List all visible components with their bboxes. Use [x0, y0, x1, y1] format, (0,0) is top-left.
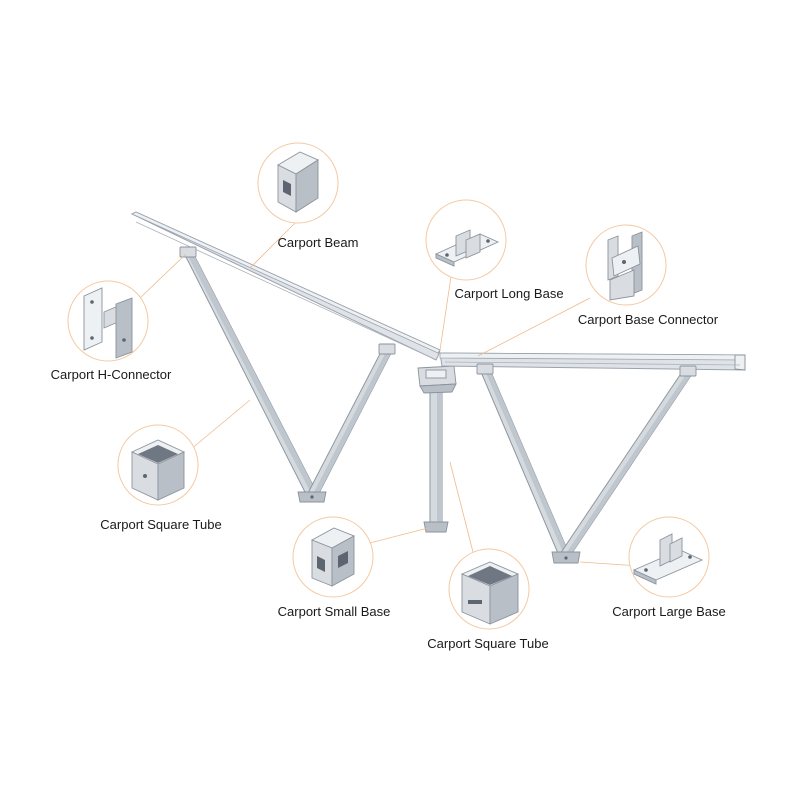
- leader-lines: [139, 221, 641, 567]
- square-tube-icon: [130, 439, 186, 501]
- callout-carport-long-base: Carport Long Base: [425, 199, 564, 301]
- right-v-strut: [476, 363, 697, 564]
- square-tube-icon: [460, 561, 520, 625]
- left-beam-rail: [130, 211, 441, 361]
- callout-carport-square-tube-left: Carport Square Tube: [100, 424, 222, 532]
- small-base-icon: [310, 527, 356, 587]
- callout-carport-square-tube-bottom: Carport Square Tube: [427, 548, 549, 651]
- label-carport-base-connector: Carport Base Connector: [578, 312, 719, 327]
- label-carport-square-tube-bottom: Carport Square Tube: [427, 636, 548, 651]
- callout-carport-beam: Carport Beam: [257, 142, 359, 250]
- callout-carport-h-connector: Carport H-Connector: [51, 280, 172, 382]
- label-carport-small-base: Carport Small Base: [278, 604, 391, 619]
- carport-frame: [130, 211, 746, 564]
- label-carport-long-base: Carport Long Base: [454, 286, 563, 301]
- label-carport-h-connector: Carport H-Connector: [51, 367, 172, 382]
- label-carport-square-tube-left: Carport Square Tube: [100, 517, 221, 532]
- h-connector-icon: [83, 287, 133, 359]
- large-base-icon: [632, 533, 704, 585]
- long-base-icon: [434, 229, 500, 267]
- right-beam-rail: [439, 352, 746, 371]
- callout-carport-small-base: Carport Small Base: [278, 516, 391, 619]
- base-connector-icon: [607, 231, 643, 301]
- center-post: [417, 365, 457, 533]
- callout-carport-large-base: Carport Large Base: [612, 516, 726, 619]
- left-v-strut: [179, 246, 396, 503]
- beam-profile-icon: [277, 151, 319, 213]
- callout-carport-base-connector: Carport Base Connector: [578, 224, 719, 327]
- label-carport-large-base: Carport Large Base: [612, 604, 725, 619]
- label-carport-beam: Carport Beam: [278, 235, 359, 250]
